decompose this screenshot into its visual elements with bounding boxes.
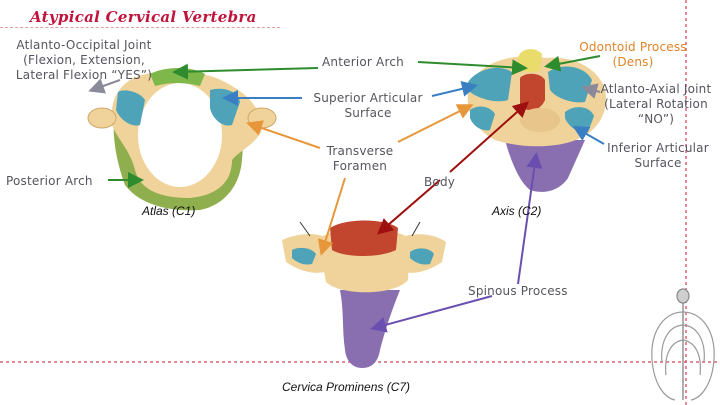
arrow-anterior-arch-to-axis: [417, 59, 528, 76]
arrow-body-to-c7: [376, 179, 441, 235]
label-posterior-arch: Posterior Arch: [6, 174, 93, 188]
arrow-body-to-axis: [449, 101, 529, 173]
caption-cervica-prominens-c7: Cervica Prominens (C7): [282, 380, 411, 394]
label-atlanto-axial-joint: Atlanto-Axial Joint (Lateral Rotation “N…: [600, 82, 712, 126]
arrow-inferior-articular: [572, 126, 605, 145]
arrow-atlanto-occipital: [88, 78, 121, 94]
label-atlanto-occipital-joint: Atlanto-Occipital Joint (Flexion, Extens…: [15, 38, 153, 82]
arrow-spinous-process-to-axis: [517, 152, 543, 285]
label-superior-articular-surface: Superior Articular Surface: [313, 91, 423, 120]
caption-axis-c2: Axis (C2): [492, 204, 542, 218]
caption-atlas-c1: Atlas (C1): [142, 204, 196, 218]
label-anterior-arch: Anterior Arch: [322, 55, 404, 69]
arrow-transverse-foramen-to-atlas: [246, 120, 321, 149]
arrow-spinous-process-to-c7: [370, 295, 493, 333]
rib-cage-icon: [651, 288, 715, 401]
arrow-odontoid-process: [544, 55, 601, 72]
atlas-illustration: [87, 68, 277, 211]
label-spinous-process: Spinous Process: [468, 284, 568, 298]
arrow-superior-articular-axis: [431, 80, 478, 97]
title-underline: [0, 27, 280, 28]
label-inferior-articular-surface: Inferior Articular Surface: [607, 141, 709, 170]
label-body: Body: [424, 175, 456, 189]
c7-illustration: [282, 220, 446, 368]
arrow-anterior-arch-to-atlas: [172, 63, 319, 80]
arrow-transverse-foramen-to-axis: [397, 104, 474, 143]
page-title: Atypical Cervical Vertebra: [30, 8, 257, 26]
axis-illustration: [467, 49, 606, 192]
label-transverse-foramen: Transverse Foramen: [326, 144, 394, 173]
arrow-atlanto-axial: [581, 83, 601, 99]
arrow-transverse-foramen-to-c7: [317, 177, 346, 256]
label-odontoid-process: Odontoid Process (Dens): [579, 40, 687, 69]
